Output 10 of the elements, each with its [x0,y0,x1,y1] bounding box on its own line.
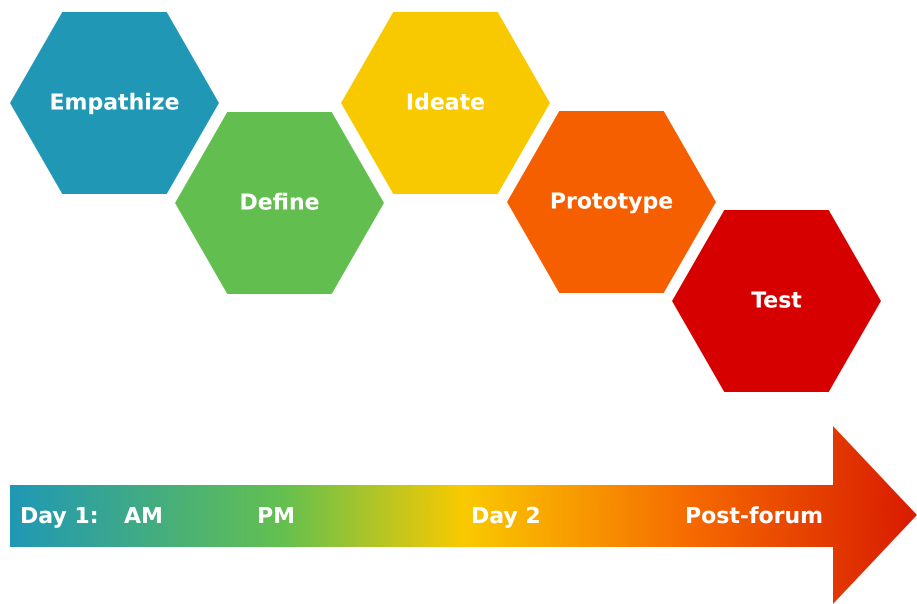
timeline-label: Post-forum [685,504,824,530]
timeline-label: PM [257,504,296,530]
step-label: Empathize [48,90,180,116]
step-label: Test [750,288,803,314]
timeline-label: AM [124,504,163,530]
step-label: Define [238,190,321,216]
step-label: Ideate [404,90,486,116]
timeline-label: Day 1: [20,504,99,530]
step-label: Prototype [548,190,674,214]
timeline-label: Day 2 [471,504,541,530]
